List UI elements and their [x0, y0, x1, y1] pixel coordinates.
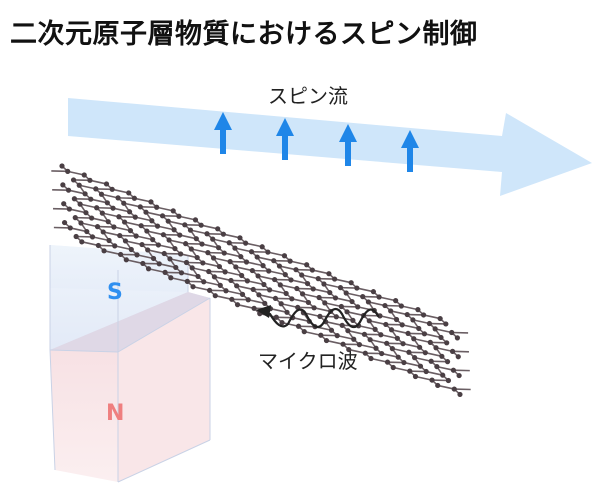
spin-arrows	[214, 112, 419, 172]
graphene-sheet	[51, 163, 471, 398]
spin-arrow-2	[276, 118, 294, 160]
spin-current-label: スピン流	[268, 84, 348, 108]
magnet-north	[50, 292, 210, 482]
spin-arrow-3	[339, 124, 357, 166]
diagram-title: 二次元原子層物質におけるスピン制御	[10, 19, 478, 50]
spin-current-arrow	[68, 98, 592, 196]
microwave-label: マイクロ波	[258, 349, 358, 373]
north-pole-label: N	[106, 401, 125, 426]
microwave-wave-icon	[256, 305, 380, 329]
spin-arrow-4	[401, 130, 419, 172]
spin-arrow-1	[214, 112, 232, 154]
south-pole-label: S	[107, 280, 123, 305]
